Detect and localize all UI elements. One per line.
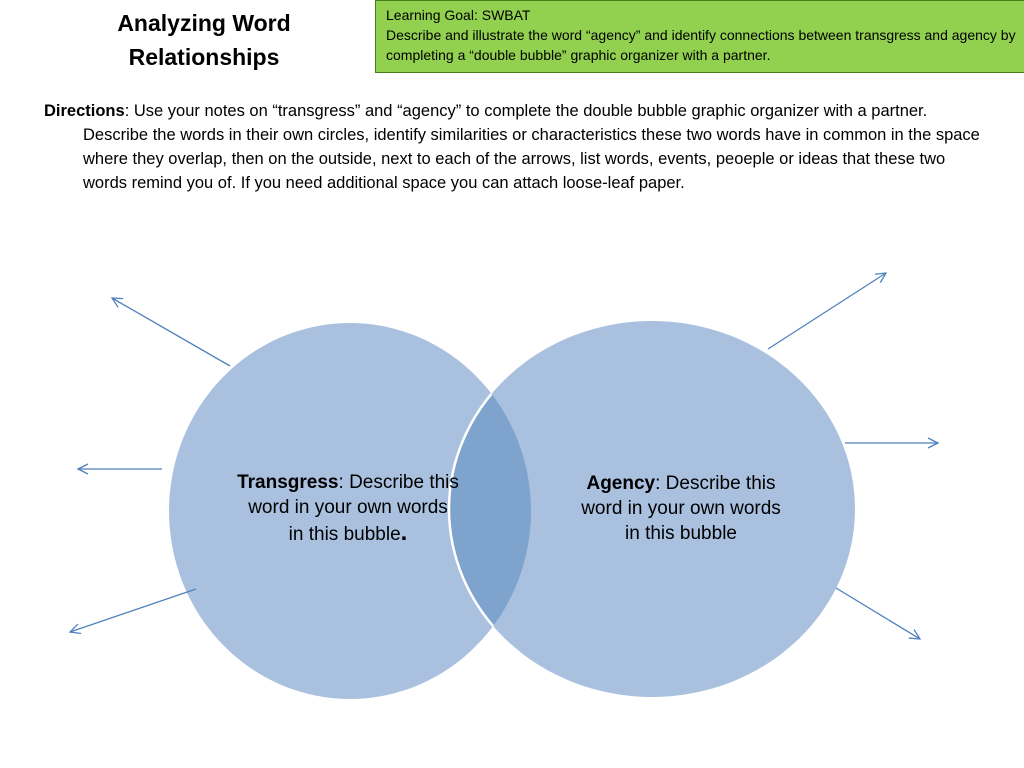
- title-line-1: Analyzing Word: [117, 10, 291, 36]
- transgress-bubble: [169, 323, 531, 699]
- arrow-right-upper: [767, 273, 886, 350]
- agency-word: Agency: [586, 473, 656, 494]
- learning-goal-box: Learning Goal: SWBAT Describe and illust…: [375, 0, 1024, 73]
- arrow-left-upper: [112, 298, 231, 367]
- agency-line-1: Agency: Describe this: [560, 471, 802, 496]
- directions-text: : Use your notes on “transgress” and “ag…: [83, 102, 980, 192]
- transgress-word: Transgress: [237, 472, 339, 493]
- transgress-line-3: in this bubble.: [222, 520, 474, 547]
- learning-goal-heading: Learning Goal: SWBAT: [386, 7, 531, 23]
- agency-line-2: word in your own words: [581, 498, 781, 519]
- transgress-line-3-text: in this bubble: [288, 524, 401, 545]
- transgress-line-1: Transgress: Describe this: [222, 470, 474, 495]
- transgress-bubble-text: Transgress: Describe this word in your o…: [222, 470, 474, 547]
- agency-line-3: in this bubble: [625, 523, 737, 544]
- directions-label: Directions: [44, 102, 125, 120]
- title-line-2: Relationships: [128, 44, 280, 70]
- agency-line-1-rest: : Describe this: [655, 473, 776, 494]
- agency-bubble-text: Agency: Describe this word in your own w…: [560, 471, 802, 546]
- learning-goal-text: Describe and illustrate the word “agency…: [386, 27, 1016, 63]
- directions-paragraph: Directions: Use your notes on “transgres…: [44, 99, 993, 195]
- transgress-line-3-period: .: [400, 519, 408, 546]
- agency-bubble: [449, 321, 855, 697]
- transgress-line-1-rest: : Describe this: [338, 472, 459, 493]
- agency-bubble-outline: [447, 323, 531, 699]
- page-title: Analyzing Word Relationships: [70, 6, 338, 74]
- arrow-right-lower: [835, 587, 920, 639]
- arrow-left-lower: [70, 588, 197, 632]
- transgress-line-2: word in your own words: [248, 497, 448, 518]
